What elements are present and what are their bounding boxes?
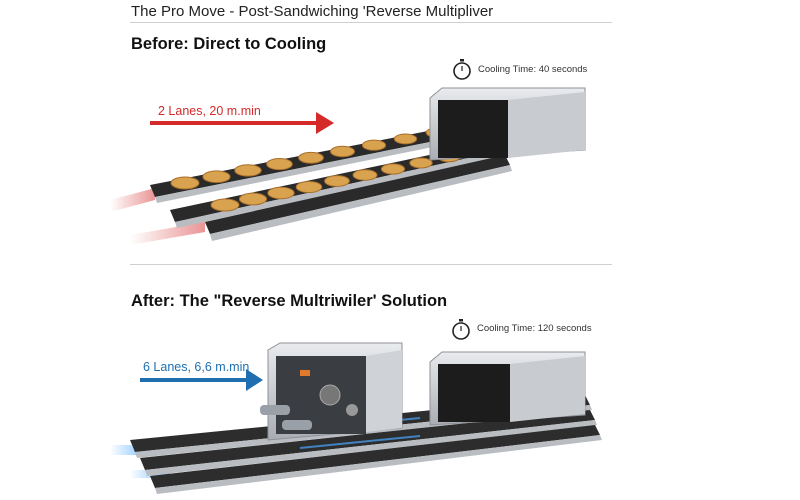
biscuit <box>298 151 324 164</box>
biscuit <box>330 145 355 158</box>
biscuit <box>324 175 350 187</box>
after-lane-label: 6 Lanes, 6,6 m.min <box>143 360 250 374</box>
before-lane-label: 2 Lanes, 20 m.min <box>158 104 261 118</box>
biscuit <box>202 170 231 184</box>
red-motion-trail <box>130 222 205 245</box>
before-cooling-time: Cooling Time: 40 seconds <box>478 64 588 75</box>
biscuit <box>409 157 433 169</box>
stopwatch-icon <box>453 59 471 80</box>
section-divider <box>130 264 612 265</box>
cooling-tunnel-after <box>429 351 586 426</box>
red-motion-trail <box>110 188 155 212</box>
biscuit <box>238 192 268 206</box>
biscuit <box>361 139 387 151</box>
conveyor-rail <box>175 150 507 228</box>
biscuit <box>267 186 295 200</box>
conveyor-rail <box>210 165 512 241</box>
blue-arrow <box>140 369 263 391</box>
biscuit <box>210 198 240 212</box>
biscuit <box>234 164 262 177</box>
biscuit <box>170 176 200 190</box>
stopwatch-icon <box>452 319 470 340</box>
page-title: The Pro Move - Post-Sandwiching 'Reverse… <box>131 3 494 20</box>
conveyor-rail <box>155 128 502 203</box>
biscuit <box>266 158 293 171</box>
red-arrow <box>150 112 334 134</box>
biscuit <box>295 180 323 194</box>
conveyor-belt <box>205 155 510 234</box>
blue-motion-trail <box>110 445 150 455</box>
divider <box>130 22 612 23</box>
before-heading: Before: Direct to Cooling <box>131 35 327 53</box>
biscuit <box>352 169 378 181</box>
after-cooling-time: Cooling Time: 120 seconds <box>477 323 592 334</box>
biscuit <box>393 133 418 145</box>
cooling-tunnel-before <box>429 87 586 161</box>
after-heading: After: The "Reverse Multriwiler' Solutio… <box>131 292 448 310</box>
before-conveyors <box>110 115 512 245</box>
biscuit <box>380 163 406 175</box>
reverse-multiplier-machine <box>260 342 403 441</box>
